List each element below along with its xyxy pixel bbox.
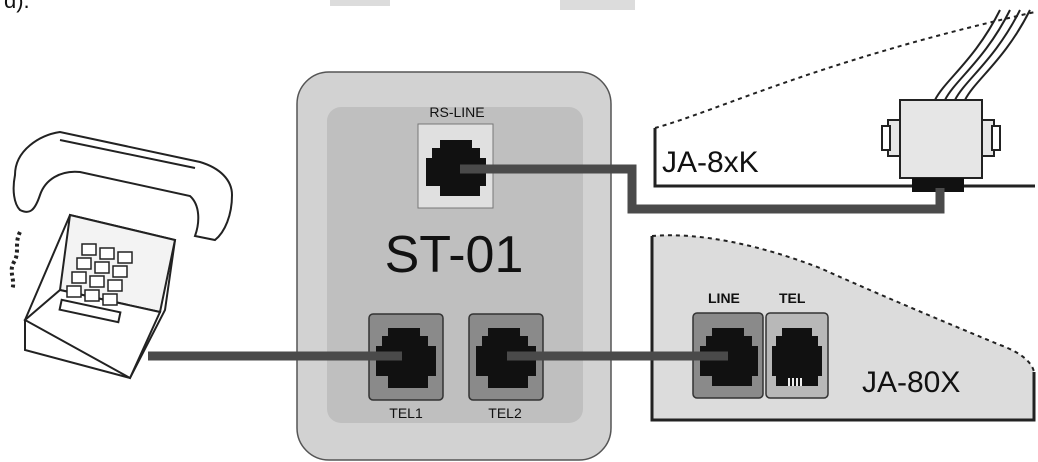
st01-rs-line-jack (417, 123, 494, 209)
top-bar-fragment (560, 0, 635, 10)
st01-port-rs-line-label: RS-LINE (429, 104, 484, 120)
ja80x-tel-jack (765, 312, 829, 399)
st01-tel1-jack (368, 313, 444, 401)
st01-title: ST-01 (385, 226, 524, 284)
st01-port-tel2-label: TEL2 (488, 405, 522, 421)
st01-port-tel1-label: TEL1 (389, 405, 423, 421)
top-bar-fragment (330, 0, 390, 6)
telephone-keypad (66, 243, 133, 306)
ja80x-port-line-label: LINE (708, 290, 740, 306)
telephone-icon (9, 130, 234, 380)
st01-device: ST-01 RS-LINE TEL1 TEL2 (296, 71, 612, 461)
top-text-fragment: d). (4, 0, 30, 13)
ja8xk-connector-block (881, 9, 1031, 192)
cables (148, 164, 945, 361)
cable-rs-line-to-ja8xk (460, 164, 945, 214)
ja8xk-panel: JA-8xK (653, 9, 1036, 192)
ja80x-panel: JA-80X LINE TEL (650, 234, 1036, 422)
st01-tel2-jack (468, 313, 544, 401)
ja80x-label: JA-80X (862, 366, 960, 399)
ja8xk-label: JA-8xK (662, 146, 759, 179)
ja80x-port-tel-label: TEL (779, 290, 806, 306)
